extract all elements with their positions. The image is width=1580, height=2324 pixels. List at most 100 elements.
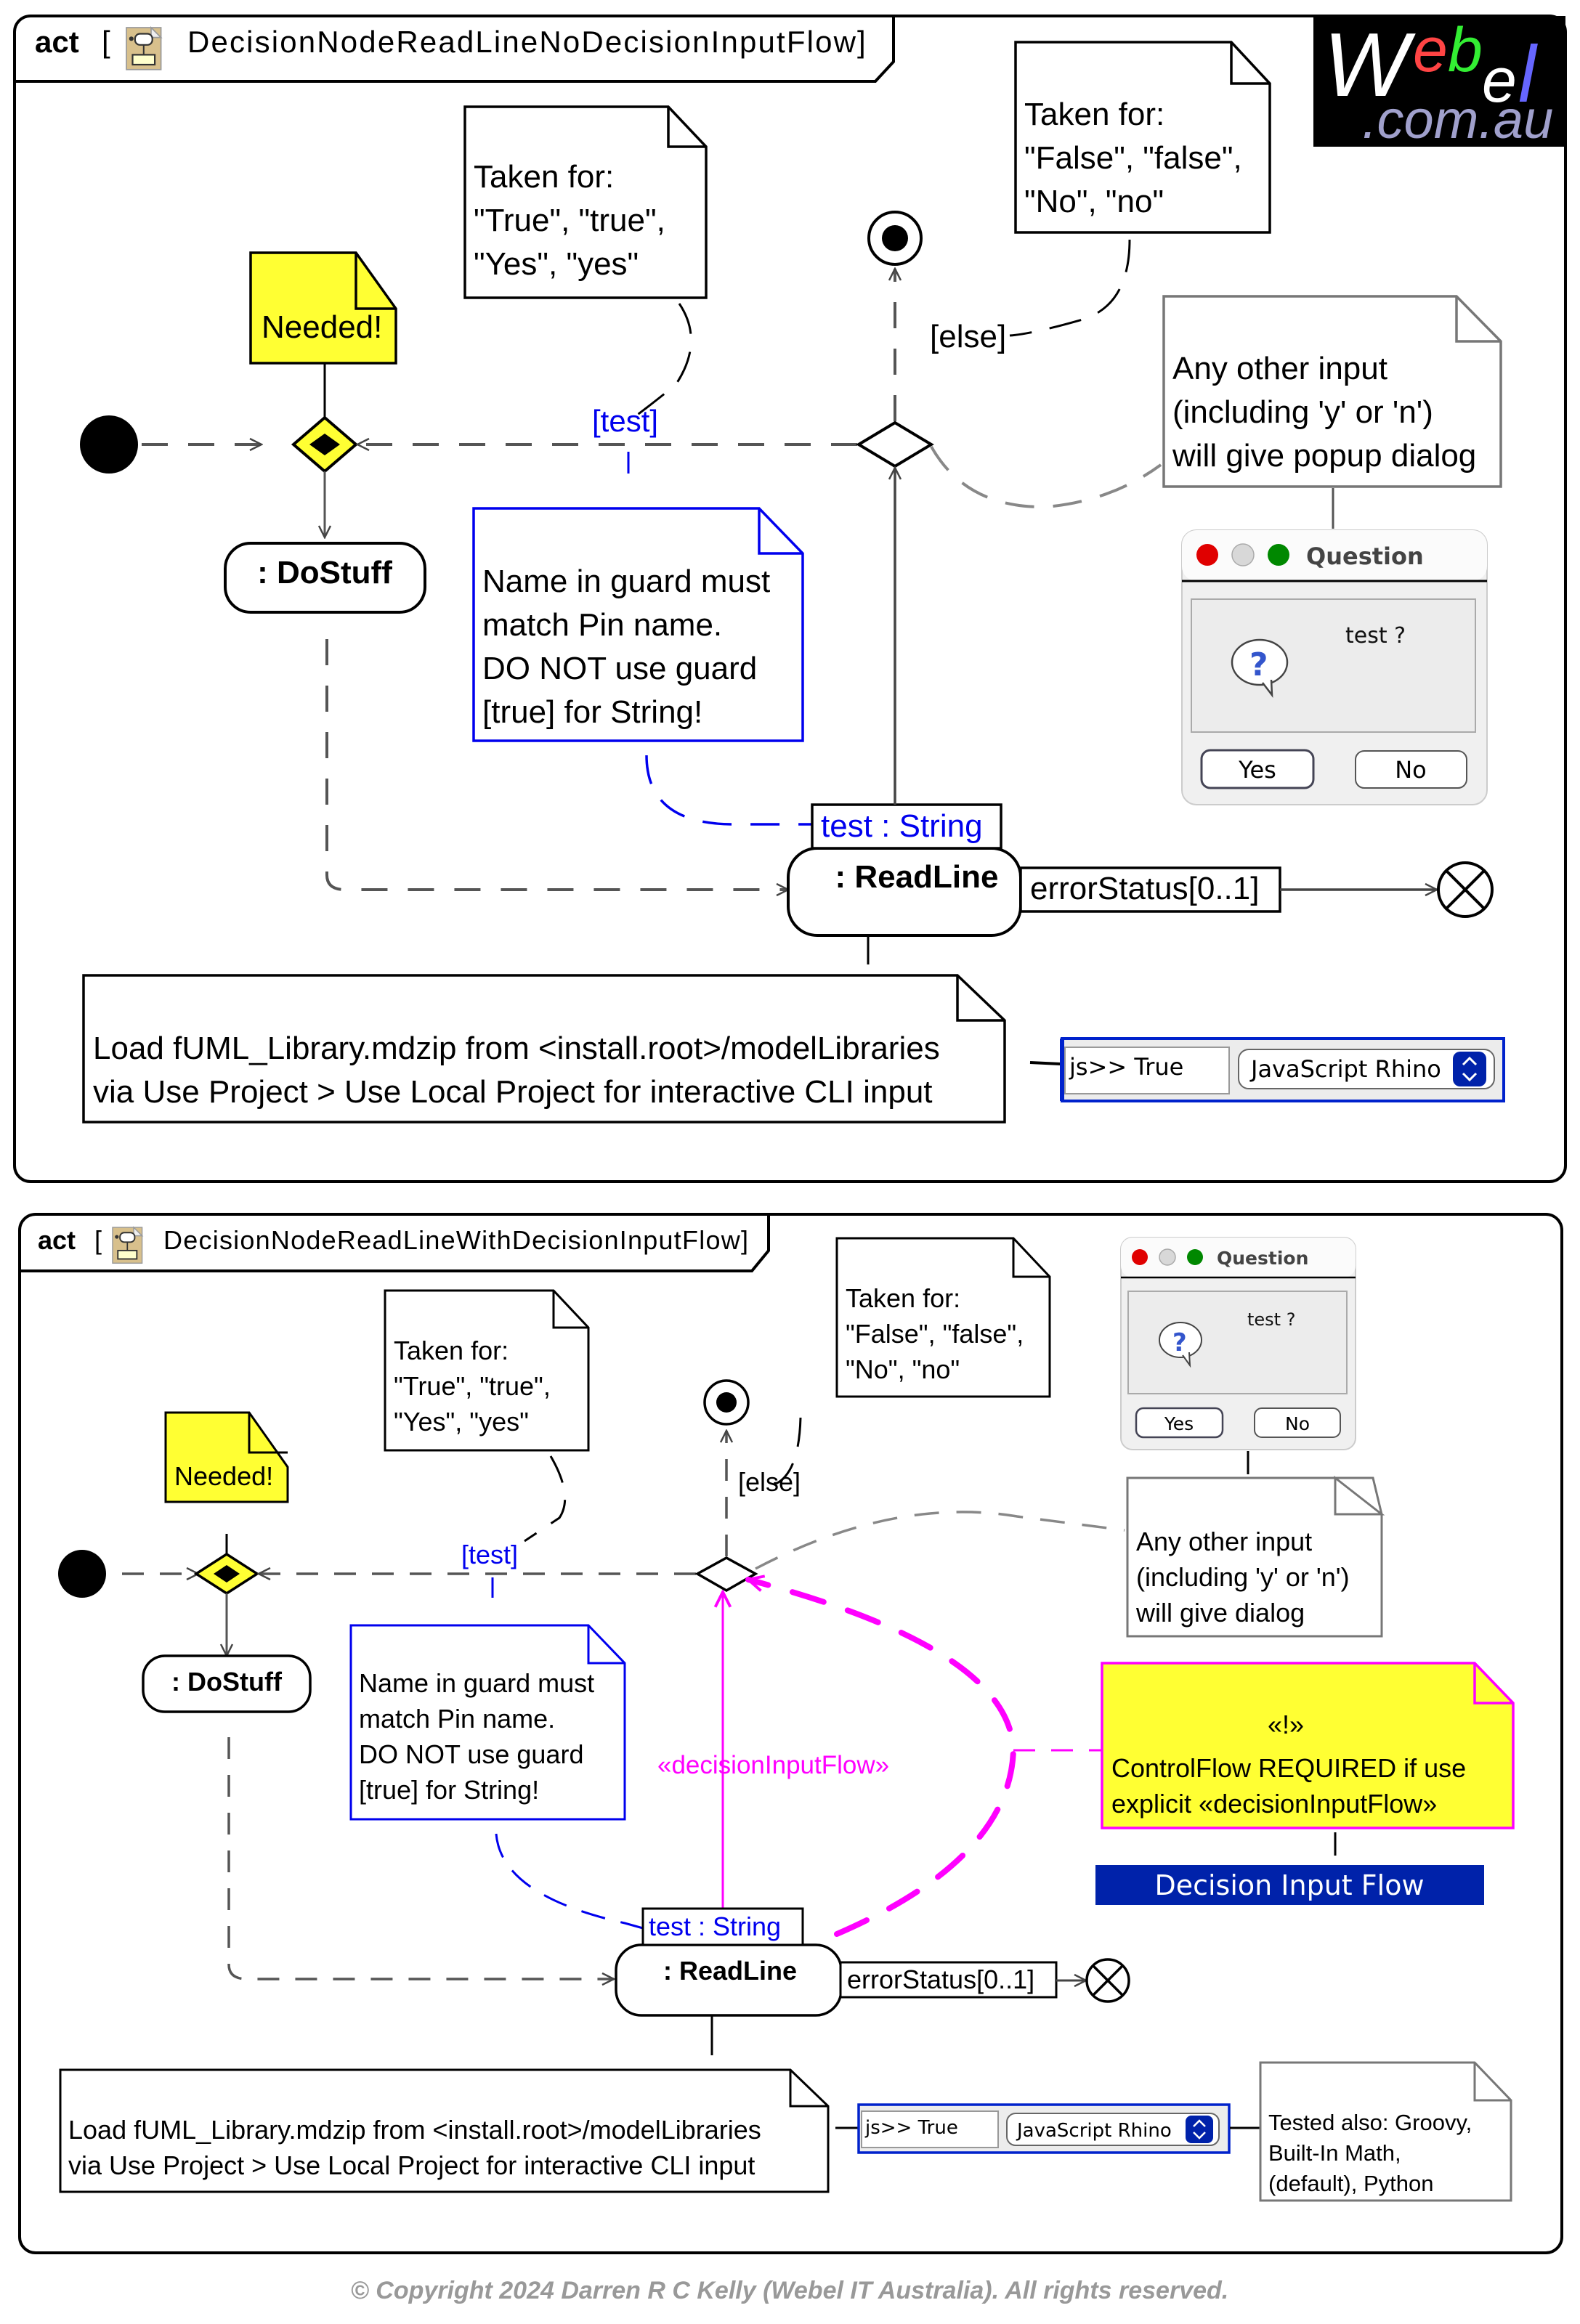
frame-name: DecisionNodeReadLineNoDecisionInputFlow [187, 25, 856, 59]
output-pin-error-status: errorStatus[0..1] [839, 1961, 1058, 1999]
svg-text:Built-In Math,: Built-In Math, [1268, 2140, 1401, 2166]
frame-kind-label: act [35, 25, 79, 59]
minimize-window-icon[interactable] [1159, 1248, 1176, 1266]
svg-text:"No", "no": "No", "no" [846, 1354, 960, 1384]
activity-final-node [703, 1379, 750, 1426]
svg-text:Taken for:: Taken for: [394, 1336, 509, 1365]
guard-test-label: [test] [592, 404, 658, 438]
frame-bracket: [ [102, 25, 110, 59]
svg-text:: DoStuff: : DoStuff [257, 555, 392, 590]
yes-button[interactable]: Yes [1135, 1407, 1224, 1439]
note-needed: Needed! [164, 1411, 289, 1503]
svg-text:ControlFlow REQUIRED if use: ControlFlow REQUIRED if use [1111, 1753, 1466, 1783]
input-pin-test: test : String [641, 1907, 804, 1946]
svg-text:[true] for String!: [true] for String! [359, 1775, 539, 1805]
svg-text:"Yes", "yes": "Yes", "yes" [474, 246, 639, 282]
minimize-window-icon[interactable] [1231, 543, 1255, 566]
action-readline: : ReadLine [615, 1943, 843, 2017]
svg-text:via Use Project > Use Local Pr: via Use Project > Use Local Project for … [93, 1074, 933, 1110]
dialog-message: test ? [1247, 1309, 1295, 1330]
action-dostuff: : DoStuff [224, 542, 426, 614]
svg-text:Name in guard must: Name in guard must [482, 564, 770, 599]
note-guard-pin-name: Name in guard must match Pin name. DO NO… [472, 507, 804, 742]
svg-text:match Pin name.: match Pin name. [359, 1704, 555, 1734]
script-console: js>> True JavaScript Rhino [1060, 1037, 1505, 1102]
logo-e1: e [1413, 15, 1448, 85]
no-button[interactable]: No [1254, 1407, 1341, 1438]
question-icon: ? [1159, 1322, 1202, 1368]
input-pin-test: test : String [811, 803, 1002, 850]
yes-button[interactable]: Yes [1200, 749, 1315, 789]
close-window-icon[interactable] [1196, 544, 1218, 566]
svg-text:js>> True: js>> True [864, 2117, 958, 2139]
logo-w: W [1324, 15, 1416, 115]
svg-text:: DoStuff: : DoStuff [171, 1667, 283, 1697]
merge-node [291, 415, 359, 537]
svg-text:via Use Project > Use Local Pr: via Use Project > Use Local Project for … [68, 2150, 755, 2180]
flow-final-node [1085, 1958, 1130, 2003]
webel-logo: W e b e l .com.au [1313, 15, 1565, 150]
svg-text:?: ? [1172, 1328, 1187, 1357]
maximize-window-icon[interactable] [1268, 544, 1289, 566]
dialog-title: Question [1217, 1248, 1308, 1269]
copyright-notice: © Copyright 2024 Darren R C Kelly (Webel… [351, 2277, 1228, 2304]
svg-text:Taken for:: Taken for: [1024, 97, 1164, 132]
svg-text:DO NOT use guard: DO NOT use guard [482, 651, 757, 686]
logo-e2: e [1482, 46, 1517, 115]
close-window-icon[interactable] [1132, 1249, 1148, 1265]
question-icon: ? [1231, 638, 1289, 698]
console-input[interactable] [861, 2110, 999, 2148]
svg-text:"True", "true",: "True", "true", [394, 1371, 551, 1401]
svg-text:Yes: Yes [1164, 1413, 1194, 1434]
svg-text:"Yes", "yes": "Yes", "yes" [394, 1407, 529, 1437]
initial-node [58, 1550, 106, 1598]
svg-text:No: No [1395, 756, 1427, 784]
flow-final-node [1437, 861, 1494, 918]
svg-text:JavaScript Rhino: JavaScript Rhino [1249, 1055, 1441, 1083]
svg-text:js>> True: js>> True [1069, 1053, 1183, 1081]
required-control-flow [748, 1580, 1017, 1937]
svg-text:DO NOT use guard: DO NOT use guard [359, 1739, 583, 1769]
svg-text:(including 'y' or 'n'): (including 'y' or 'n') [1136, 1562, 1350, 1592]
note-needed: Needed! [249, 251, 397, 365]
svg-text:Needed!: Needed! [262, 309, 382, 345]
note-load-library: Load fUML_Library.mdzip from <install.ro… [59, 2068, 830, 2193]
svg-text:will give dialog: will give dialog [1135, 1598, 1305, 1628]
dialog-title: Question [1306, 543, 1424, 570]
note-controlflow-required: «!» ControlFlow REQUIRED if use explicit… [1101, 1662, 1515, 1829]
activity-icon [112, 1227, 143, 1264]
svg-text:Load fUML_Library.mdzip from <: Load fUML_Library.mdzip from <install.ro… [93, 1031, 940, 1066]
svg-text:errorStatus[0..1]: errorStatus[0..1] [1030, 871, 1259, 906]
svg-text:[true] for String!: [true] for String! [482, 694, 702, 730]
engine-select[interactable]: JavaScript Rhino [1238, 1049, 1495, 1089]
note-false-values: Taken for: "False", "false", "No", "no" [1014, 41, 1271, 234]
note-guard-pin-name: Name in guard must match Pin name. DO NO… [349, 1624, 626, 1821]
svg-text:explicit «decisionInputFlow»: explicit «decisionInputFlow» [1111, 1789, 1437, 1819]
note-anchor [628, 303, 692, 423]
logo-l: l [1518, 30, 1538, 119]
svg-text:match Pin name.: match Pin name. [482, 607, 722, 643]
svg-text:"True", "true",: "True", "true", [474, 203, 665, 238]
no-button[interactable]: No [1355, 750, 1467, 789]
guard-test-label: [test] [461, 1540, 518, 1569]
maximize-window-icon[interactable] [1187, 1249, 1203, 1265]
svg-text:test : String: test : String [821, 808, 983, 844]
engine-select[interactable]: JavaScript Rhino [1006, 2113, 1220, 2146]
decision-input-flow-label: «decisionInputFlow» [657, 1751, 889, 1779]
svg-text:will give popup dialog: will give popup dialog [1172, 438, 1476, 474]
svg-text:Any other input: Any other input [1136, 1527, 1312, 1556]
frame-name: DecisionNodeReadLineWithDecisionInputFlo… [163, 1225, 748, 1255]
frame-heading-border [20, 1214, 770, 1272]
note-other-input: Any other input (including 'y' or 'n') w… [1126, 1475, 1385, 1638]
frame-bracket-close: ] [857, 25, 866, 59]
merge-node [193, 1552, 260, 1656]
console-input[interactable] [1064, 1047, 1230, 1094]
svg-text:JavaScript Rhino: JavaScript Rhino [1016, 2120, 1172, 2142]
svg-text:errorStatus[0..1]: errorStatus[0..1] [847, 1965, 1034, 1994]
question-dialog: Question ? test ? Yes No [1120, 1237, 1356, 1450]
dialog-message: test ? [1345, 623, 1406, 649]
svg-text:: ReadLine: : ReadLine [835, 859, 999, 895]
svg-text:«!»: «!» [1268, 1710, 1304, 1739]
select-stepper-icon [1186, 2116, 1213, 2143]
svg-text:Needed!: Needed! [174, 1461, 273, 1491]
